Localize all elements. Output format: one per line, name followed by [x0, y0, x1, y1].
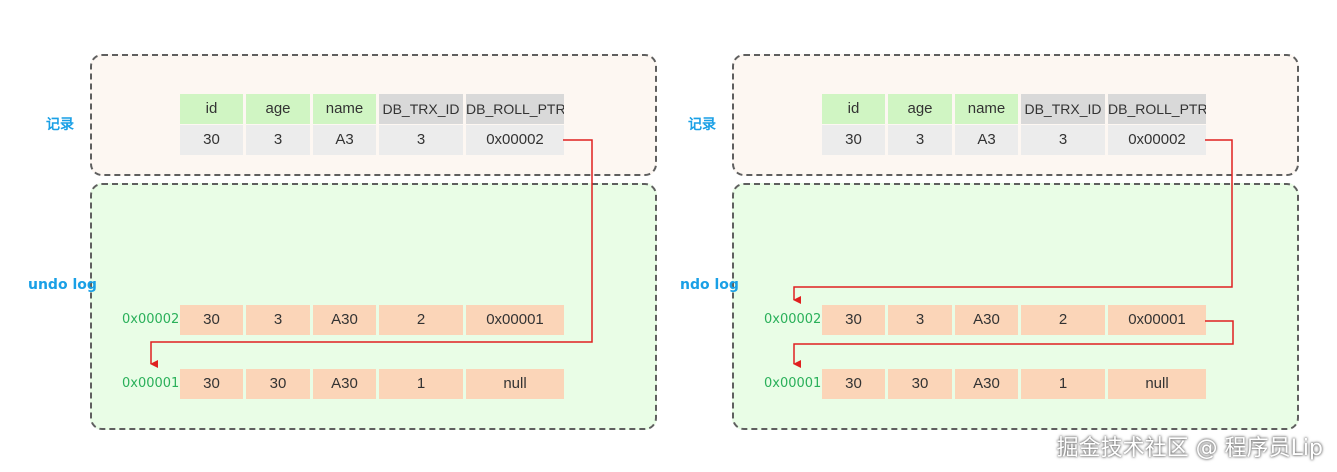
undo-db-trx-id: 2 — [379, 305, 463, 335]
right-panel: 记录 ndo log id age name DB_TRX_ID DB_ROLL… — [642, 0, 1299, 472]
record-value-row: 30 3 A3 3 0x00002 — [822, 125, 1206, 155]
undo-age: 30 — [246, 369, 310, 399]
undo-row: 30 30 A30 1 null — [180, 369, 564, 399]
record-db-trx-id: 3 — [1021, 125, 1105, 155]
undo-age: 3 — [888, 305, 952, 335]
watermark: 掘金技术社区 @ 程序员Lip — [1056, 436, 1323, 461]
undo-db-roll-ptr: null — [1108, 369, 1206, 399]
record-db-roll-ptr: 0x00002 — [466, 125, 564, 155]
header-name: name — [313, 94, 376, 124]
record-header-row: id age name DB_TRX_ID DB_ROLL_PTR — [180, 94, 564, 124]
header-id: id — [822, 94, 885, 124]
record-name: A3 — [955, 125, 1018, 155]
record-label: 记录 — [46, 117, 74, 133]
record-name: A3 — [313, 125, 376, 155]
undo-db-roll-ptr: 0x00001 — [466, 305, 564, 335]
left-panel: 记录 undo log id age name DB_TRX_ID DB_ROL… — [0, 0, 657, 472]
undo-id: 30 — [180, 369, 243, 399]
undo-name: A30 — [955, 369, 1018, 399]
undo-id: 30 — [180, 305, 243, 335]
undo-address: 0x00002 — [122, 312, 180, 327]
header-db-trx-id: DB_TRX_ID — [379, 94, 463, 124]
undo-row: 30 3 A30 2 0x00001 — [822, 305, 1206, 335]
header-db-trx-id: DB_TRX_ID — [1021, 94, 1105, 124]
undo-name: A30 — [313, 305, 376, 335]
undo-db-roll-ptr: null — [466, 369, 564, 399]
undo-age: 3 — [246, 305, 310, 335]
undo-name: A30 — [955, 305, 1018, 335]
record-age: 3 — [246, 125, 310, 155]
undo-row: 30 30 A30 1 null — [822, 369, 1206, 399]
undo-name: A30 — [313, 369, 376, 399]
undo-address: 0x00001 — [764, 376, 822, 391]
header-db-roll-ptr: DB_ROLL_PTR — [466, 94, 564, 124]
undo-row: 30 3 A30 2 0x00001 — [180, 305, 564, 335]
header-id: id — [180, 94, 243, 124]
record-age: 3 — [888, 125, 952, 155]
undo-db-trx-id: 2 — [1021, 305, 1105, 335]
header-name: name — [955, 94, 1018, 124]
undo-db-trx-id: 1 — [1021, 369, 1105, 399]
undo-log-label: ndo log — [680, 277, 739, 293]
header-age: age — [246, 94, 310, 124]
record-db-roll-ptr: 0x00002 — [1108, 125, 1206, 155]
undo-id: 30 — [822, 369, 885, 399]
record-header-row: id age name DB_TRX_ID DB_ROLL_PTR — [822, 94, 1206, 124]
undo-log-label: undo log — [28, 277, 97, 293]
record-label: 记录 — [688, 117, 716, 133]
undo-address: 0x00001 — [122, 376, 180, 391]
undo-address: 0x00002 — [764, 312, 822, 327]
record-id: 30 — [822, 125, 885, 155]
undo-id: 30 — [822, 305, 885, 335]
record-db-trx-id: 3 — [379, 125, 463, 155]
undo-db-trx-id: 1 — [379, 369, 463, 399]
record-value-row: 30 3 A3 3 0x00002 — [180, 125, 564, 155]
undo-age: 30 — [888, 369, 952, 399]
undo-db-roll-ptr: 0x00001 — [1108, 305, 1206, 335]
header-db-roll-ptr: DB_ROLL_PTR — [1108, 94, 1206, 124]
header-age: age — [888, 94, 952, 124]
record-id: 30 — [180, 125, 243, 155]
